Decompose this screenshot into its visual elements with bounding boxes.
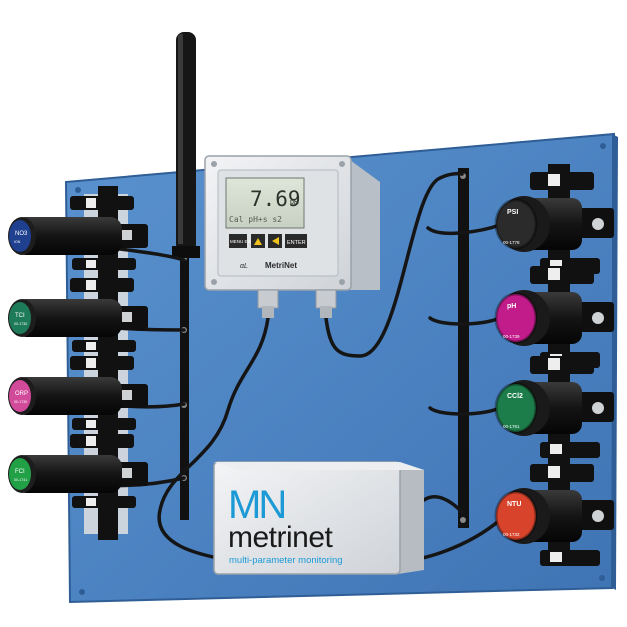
left-arrow-icon [272,237,279,245]
sensor-code: 00-1741 [14,478,27,482]
sensor-code: 00-1730 [14,322,27,326]
sensor-left-2: TCI 00-1730 [8,278,148,352]
sensor-label: ORP [15,391,28,397]
lcd-reading: 7.69 [250,187,301,211]
enter-button[interactable] [285,234,307,248]
sensor-label: NTU [507,501,521,508]
sensor-label: PSI [507,209,518,216]
brand-logo-mark: αL [240,263,248,270]
metrinet-node-box: MN metrinet multi-parameter monitoring [213,461,424,575]
sensor-cap [496,200,536,248]
sensor-label: NO3 [15,231,28,237]
sensor-right-4: NTU 00-1732 [494,464,614,566]
lcd-status-line: Cal pH+s s2 [229,215,282,224]
sensor-code: ION [14,240,21,244]
sensor-code: 00-1761 [503,424,520,429]
antenna [172,32,200,258]
node-logo-mark: MN [228,483,284,527]
sensor-cap [9,302,31,334]
sensor-code: 00-1739 [503,334,520,339]
sensor-cap [9,220,31,252]
up-arrow-icon [254,238,262,245]
sensor-right-3: CCl2 00-1761 [494,356,614,458]
sensor-left-3: ORP 00-1730 [8,356,148,430]
sensor-label: pH [507,303,516,310]
sensor-cap [496,492,536,540]
sensor-left-4: FCI 00-1741 [8,434,148,508]
controller-enclosure: 7.69 pH Cal pH+s s2 MENU ESC ENTER Metri… [204,155,380,318]
menu-esc-button[interactable] [229,234,247,248]
cable-glands [257,289,337,318]
node-name: metrinet [228,521,334,554]
sensor-code: 00-1732 [503,532,520,537]
lcd-unit: pH [290,199,299,206]
sensor-cap [9,458,31,490]
node-tagline: multi-parameter monitoring [229,555,343,566]
sensor-label: CCl2 [507,393,523,400]
sensor-code: 00-1730 [14,400,27,404]
sensor-label: FCI [15,469,25,475]
sensor-cap [496,384,536,432]
sensor-label: TCI [15,313,25,319]
enter-label: ENTER [287,240,306,246]
sensor-cap [9,380,31,412]
menu-esc-label: MENU ESC [230,239,255,244]
controller-brand: MetriNet [265,261,297,270]
sensor-code: 00-1778 [503,240,520,245]
sensor-cap [496,294,536,342]
lcd-screen [225,177,305,229]
